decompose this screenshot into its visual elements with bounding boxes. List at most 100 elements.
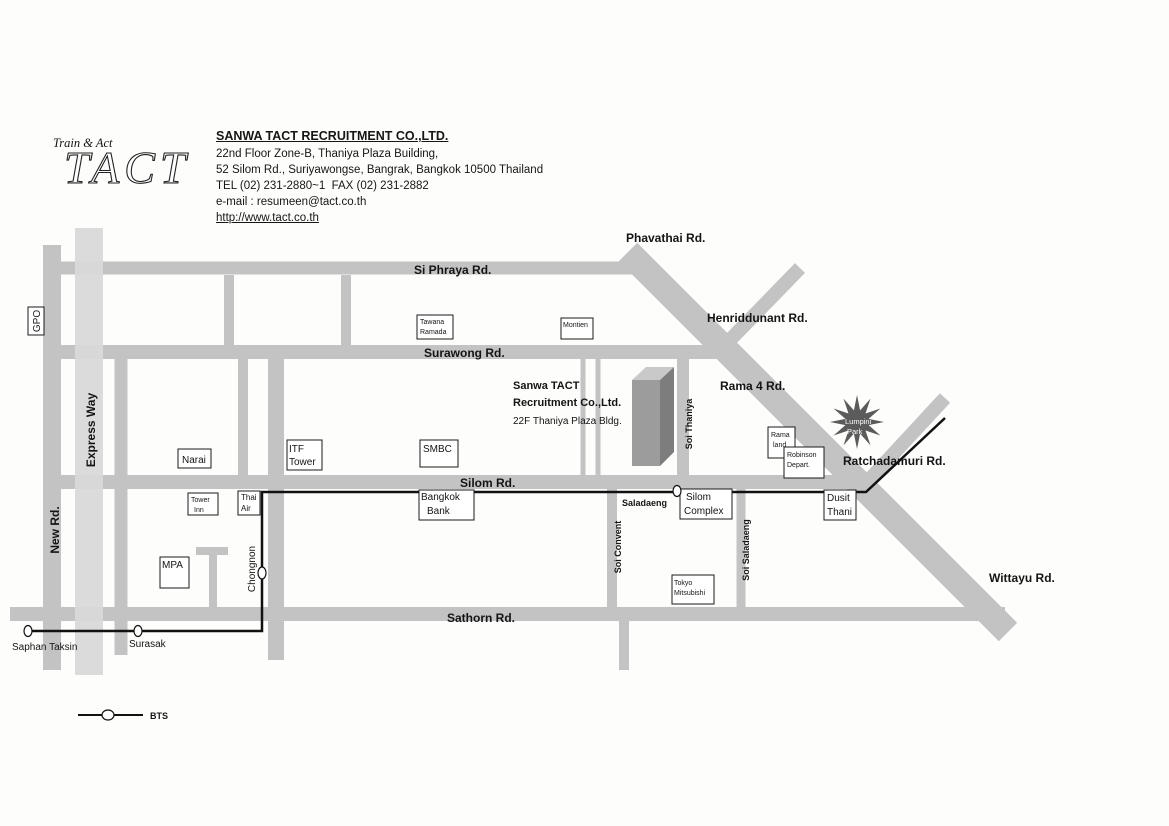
office-name-label: Sanwa TACT xyxy=(513,380,580,392)
thai-air-box xyxy=(237,490,261,516)
ratchadamuri-road-label: Ratchadamuri Rd. xyxy=(843,454,946,468)
smbc-landmark: SMBC xyxy=(419,439,459,468)
surasak-station-icon xyxy=(133,624,143,638)
tawana-ramada-landmark: Tawana Ramada xyxy=(416,314,454,340)
silom-complex-label: Complex xyxy=(684,506,723,517)
tact-logo: Train & Act TACT xyxy=(53,136,191,194)
mpa-box xyxy=(159,556,190,589)
company-name: SANWA TACT RECRUITMENT CO.,LTD. xyxy=(216,129,449,143)
address-line-1: 22nd Floor Zone-B, Thaniya Plaza Buildin… xyxy=(216,148,439,160)
tawana-ramada-box xyxy=(416,314,454,340)
office-floor-label: 22F Thaniya Plaza Bldg. xyxy=(513,416,622,427)
road-network xyxy=(10,242,1018,670)
express-way xyxy=(75,228,103,675)
ratchadamuri-road xyxy=(852,393,951,497)
tower-inn-label: Inn xyxy=(194,507,204,514)
lumpini-park-label: Park xyxy=(847,427,863,436)
silom-complex-label: Silom xyxy=(686,492,711,503)
map-legend: BTS xyxy=(78,709,168,721)
tower-inn-label: Tower xyxy=(191,497,210,504)
narai-box xyxy=(177,448,212,469)
tawana-ramada-label: Tawana xyxy=(420,319,444,326)
bangkok-bank-box xyxy=(418,489,475,521)
lumpini-park-starburst-icon xyxy=(830,395,884,449)
chongnon-station-icon xyxy=(257,566,267,580)
bts-stations: Saphan Taksin Surasak Chongnon Saladaeng xyxy=(12,484,682,653)
si-phraya-road-label: Si Phraya Rd. xyxy=(414,263,491,277)
rama-land-label: land xyxy=(773,442,786,449)
soi-saladaeng-label: Soi Saladaeng xyxy=(741,519,751,581)
bangkok-bank-label: Bank xyxy=(427,506,451,517)
henri-dunant-road xyxy=(722,263,806,347)
dusit-thani-box xyxy=(823,489,857,521)
smbc-box xyxy=(419,439,459,468)
tawana-ramada-label: Ramada xyxy=(420,329,447,336)
narai-label: Narai xyxy=(182,455,206,466)
thai-air-label: Thai xyxy=(241,493,257,502)
website-link[interactable]: http://www.tact.co.th xyxy=(216,212,319,224)
gpo-landmark: GPO xyxy=(27,306,45,336)
silom-road-label: Silom Rd. xyxy=(460,476,515,490)
smbc-label: SMBC xyxy=(423,444,452,455)
silom-complex-landmark: Silom Complex xyxy=(679,488,733,520)
soi-convent-label: Soi Convent xyxy=(613,521,623,574)
itf-tower-label: Tower xyxy=(289,457,316,468)
montien-box xyxy=(560,317,594,340)
saladaeng-station-icon xyxy=(672,484,682,498)
henri-dunant-road-label: Henriddunant Rd. xyxy=(707,311,808,325)
saphan-taksin-station-icon xyxy=(23,624,33,638)
itf-tower-box xyxy=(286,439,323,471)
lumpini-park-landmark: Lumpini Park xyxy=(830,395,884,449)
bts-line xyxy=(28,417,946,633)
email: e-mail : resumeen@tact.co.th xyxy=(216,196,367,208)
dusit-thani-label: Dusit xyxy=(827,493,850,504)
office-building: Sanwa TACT Recruitment Co.,Ltd. 22F Than… xyxy=(513,367,674,466)
robinson-label: Robinson xyxy=(787,452,817,459)
legend-bts-label: BTS xyxy=(150,711,168,721)
dusit-thani-label: Thani xyxy=(827,507,852,518)
silom-complex-box xyxy=(679,488,733,520)
robinson-landmark: Robinson Depart. xyxy=(783,446,825,479)
thai-air-label: Air xyxy=(241,504,251,513)
dusit-thani-landmark: Dusit Thani xyxy=(823,489,857,521)
gpo-box xyxy=(27,306,45,336)
itf-tower-label: ITF xyxy=(289,444,304,455)
phavathai-road-label: Phavathai Rd. xyxy=(626,231,705,245)
phone-fax: TEL (02) 231-2880~1 FAX (02) 231-2882 xyxy=(216,180,429,192)
surasak-station-label: Surasak xyxy=(129,639,167,650)
office-building-side xyxy=(660,367,674,466)
tokyo-mitsubishi-landmark: Tokyo Mitsubishi xyxy=(671,574,715,605)
office-building-front xyxy=(632,380,660,466)
road-labels: Si Phraya Rd. Surawong Rd. Silom Rd. Sat… xyxy=(48,231,1055,625)
soi-thaniya-label: Soi Thaniya xyxy=(684,398,694,450)
surawong-road-label: Surawong Rd. xyxy=(424,346,505,360)
bangkok-bank-landmark: Bangkok Bank xyxy=(418,489,475,521)
landmarks: GPO Tawana Ramada Montien Narai ITF Towe… xyxy=(27,306,884,605)
tokyo-mitsubishi-box xyxy=(671,574,715,605)
office-name-label: Recruitment Co.,Ltd. xyxy=(513,397,621,409)
tower-inn-landmark: Tower Inn xyxy=(187,492,219,516)
tokyo-mitsubishi-label: Mitsubishi xyxy=(674,590,706,597)
bangkok-bank-label: Bangkok xyxy=(421,492,461,503)
logo-wordmark: TACT xyxy=(64,142,191,193)
legend-station-icon xyxy=(101,709,115,721)
lumpini-park-label: Lumpini xyxy=(845,417,872,426)
rama-land-label: Rama xyxy=(771,432,790,439)
new-road-label: New Rd. xyxy=(48,506,62,553)
mpa-label: MPA xyxy=(162,560,183,571)
montien-landmark: Montien xyxy=(560,317,594,340)
thai-air-landmark: Thai Air xyxy=(237,490,261,516)
tokyo-mitsubishi-label: Tokyo xyxy=(674,580,692,587)
saladaeng-station-label: Saladaeng xyxy=(622,498,667,508)
saphan-taksin-station-label: Saphan Taksin xyxy=(12,642,77,653)
montien-label: Montien xyxy=(563,322,588,329)
gpo-label: GPO xyxy=(32,310,43,332)
narai-landmark: Narai xyxy=(177,448,212,469)
chongnon-station-label: Chongnon xyxy=(247,546,258,592)
express-way-label: Express Way xyxy=(84,393,98,468)
wittayu-road-label: Wittayu Rd. xyxy=(989,571,1055,585)
mpa-landmark: MPA xyxy=(159,556,190,589)
rama-4-road xyxy=(618,242,1018,642)
itf-tower-landmark: ITF Tower xyxy=(286,439,323,471)
